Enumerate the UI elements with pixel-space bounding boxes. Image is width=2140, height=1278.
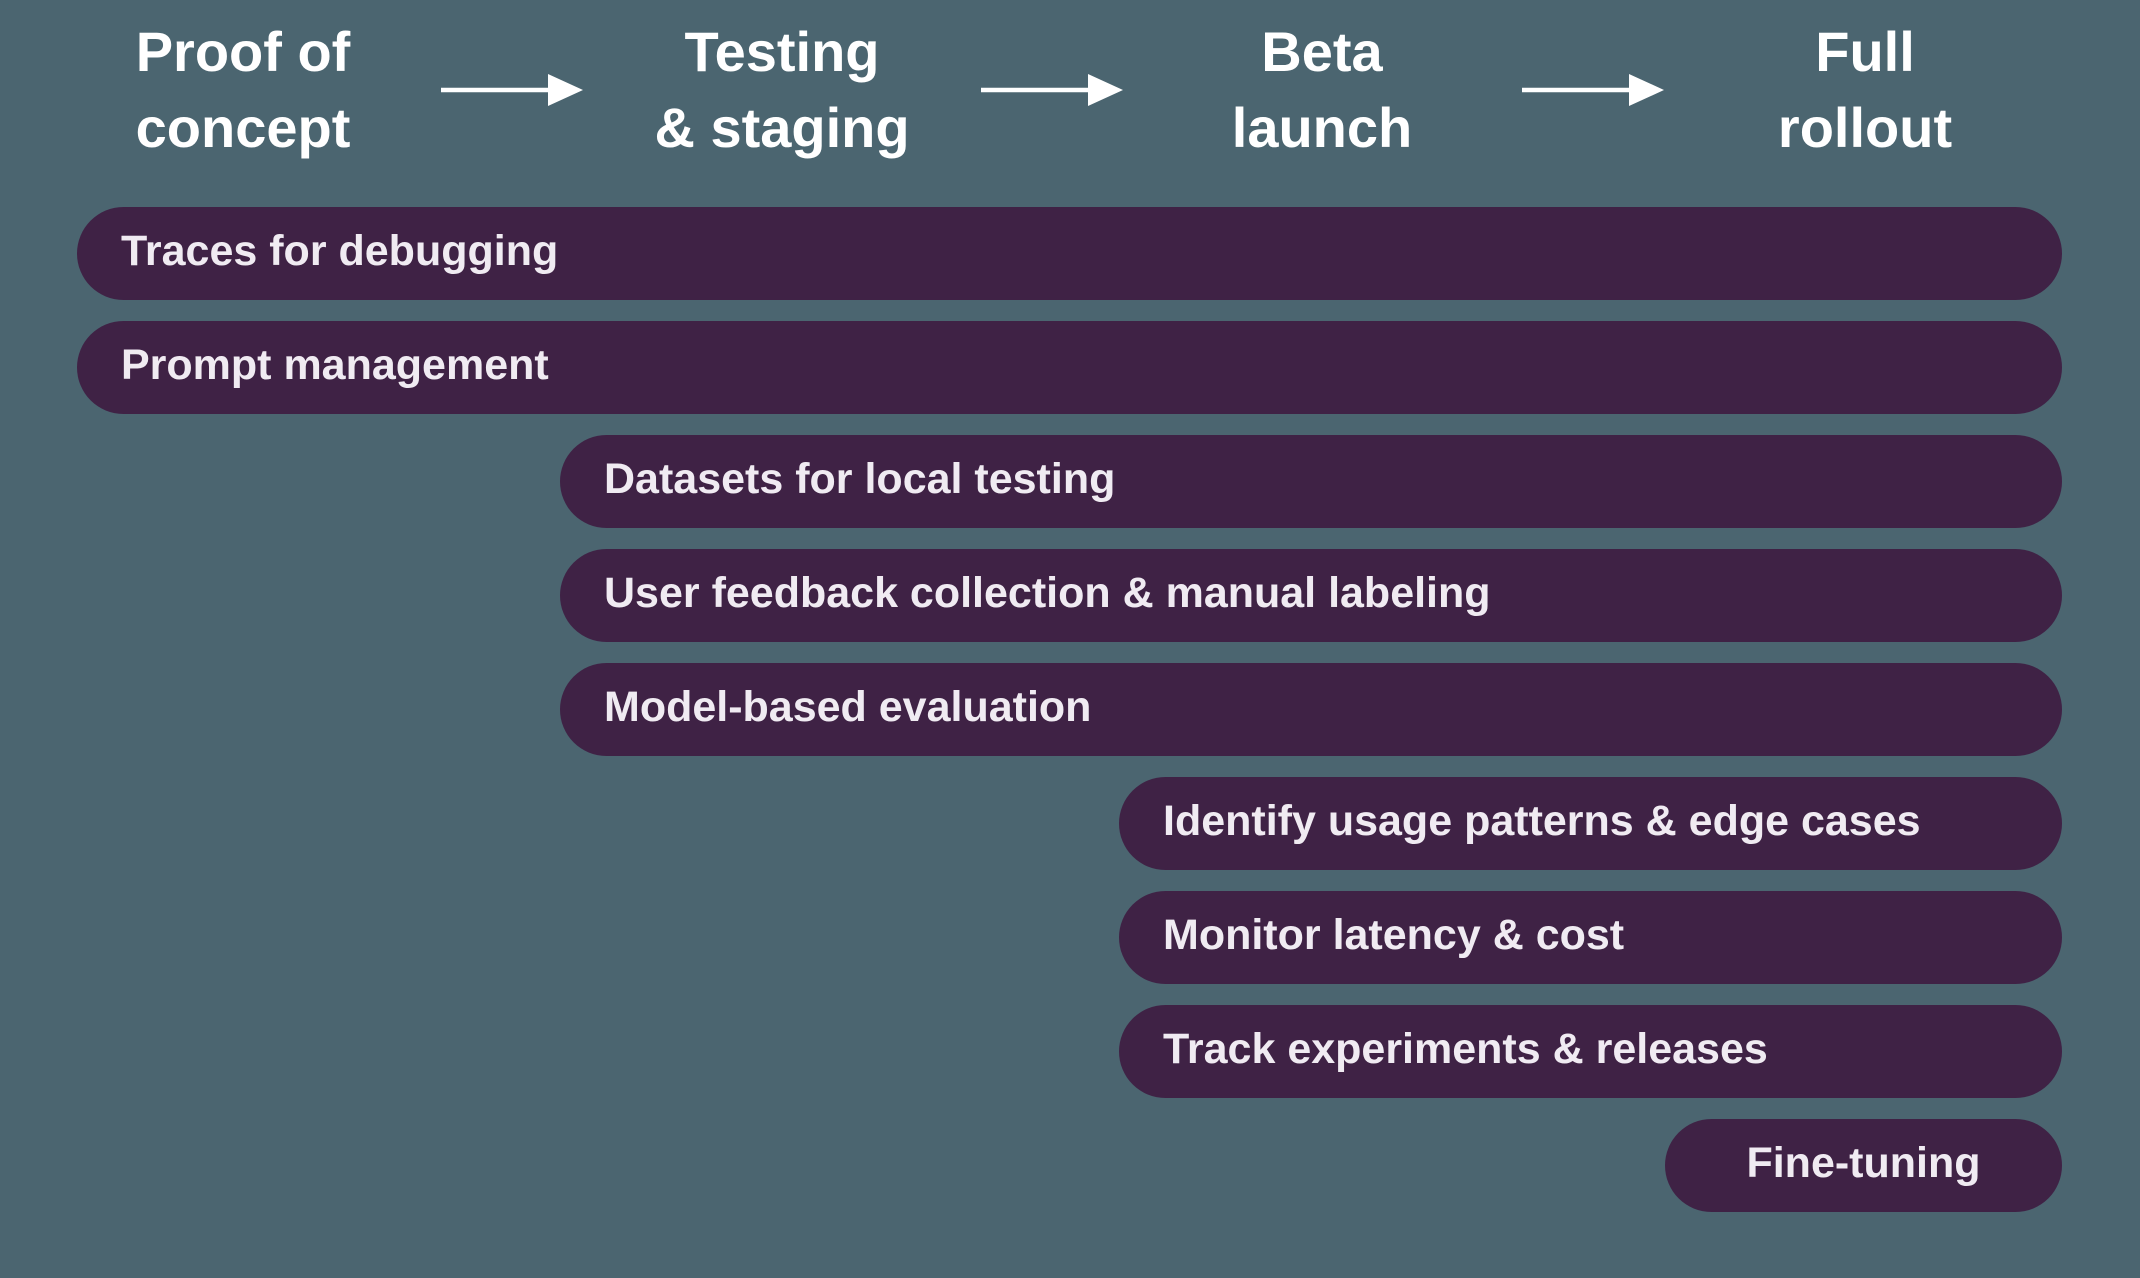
bar-label: Track experiments & releases — [1163, 1025, 1768, 1073]
phase-header-testing-staging: Testing & staging — [654, 20, 910, 159]
bar-model-based-evaluation: Model-based evaluation — [560, 663, 2062, 756]
bar-monitor-latency-cost: Monitor latency & cost — [1119, 891, 2062, 984]
bar-prompt-management: Prompt management — [77, 321, 2062, 414]
phase-header-proof-of-concept: Proof of concept — [135, 20, 351, 159]
arrow-right-icon — [1522, 74, 1664, 106]
bar-datasets-for-local-testing: Datasets for local testing — [560, 435, 2062, 528]
bar-label: User feedback collection & manual labeli… — [604, 569, 1491, 617]
arrow-right-icon — [441, 74, 583, 106]
bar-track-experiments-releases: Track experiments & releases — [1119, 1005, 2062, 1098]
arrow-right-icon — [981, 74, 1123, 106]
bar-fine-tuning: Fine-tuning — [1665, 1119, 2062, 1212]
phase-header-full-rollout: Full rollout — [1777, 20, 1953, 159]
phase-header-beta-launch: Beta launch — [1231, 20, 1413, 159]
bar-traces-for-debugging: Traces for debugging — [77, 207, 2062, 300]
bar-user-feedback-collection: User feedback collection & manual labeli… — [560, 549, 2062, 642]
bar-label: Traces for debugging — [121, 227, 559, 275]
bar-label: Monitor latency & cost — [1163, 911, 1625, 959]
bar-label: Model-based evaluation — [604, 683, 1092, 731]
bar-identify-usage-patterns: Identify usage patterns & edge cases — [1119, 777, 2062, 870]
bar-label: Fine-tuning — [1746, 1139, 1981, 1187]
bar-label: Prompt management — [121, 341, 549, 389]
bar-label: Identify usage patterns & edge cases — [1163, 797, 1921, 845]
bar-label: Datasets for local testing — [604, 455, 1116, 503]
